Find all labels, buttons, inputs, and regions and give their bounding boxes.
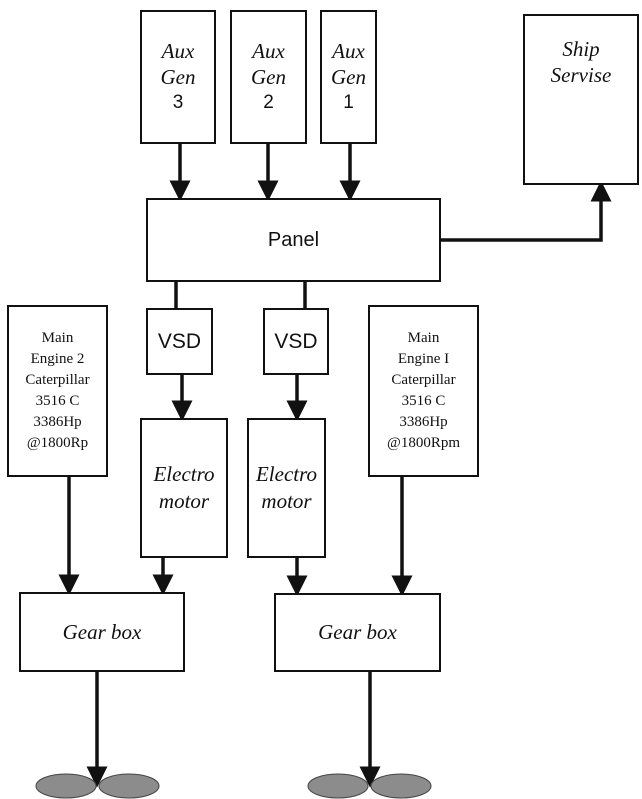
main-engine-2-line: 3386Hp: [33, 414, 82, 430]
aux-gen-2-box: Aux Gen 2: [230, 10, 307, 144]
electro-motor-box-1: Electro motor: [140, 418, 228, 558]
main-engine-2-line: Engine 2: [30, 351, 85, 367]
aux-gen-1-line2: Gen: [331, 65, 366, 89]
aux-gen-3-box: Aux Gen 3: [140, 10, 216, 144]
ship-service-line2: Servise: [550, 63, 612, 87]
electro-motor-1-line2: motor: [158, 489, 210, 513]
aux-gen-1-number: 1: [343, 92, 354, 113]
propeller-2-right-blade: [370, 773, 432, 799]
gearbox-box-1: Gear box: [19, 592, 185, 672]
propeller-2-left-blade: [307, 773, 369, 799]
main-engine-1-line: Main: [407, 330, 440, 346]
main-engine-1-line: 3386Hp: [399, 414, 448, 430]
panel-box: Panel: [146, 198, 441, 282]
aux-gen-2-line2: Gen: [251, 65, 286, 89]
gearbox-label-1: Gear box: [62, 619, 142, 644]
aux-gen-1-box: Aux Gen 1: [320, 10, 377, 144]
propeller-1-left-blade: [35, 773, 97, 799]
main-engine-1-line: Engine I: [397, 351, 450, 367]
main-engine-1-line: @1800Rpm: [387, 435, 460, 451]
main-engine-2-line: @1800Rp: [26, 435, 89, 451]
ship-service-line1: Ship: [562, 37, 600, 61]
gearbox-box-2: Gear box: [274, 593, 441, 672]
main-engine-2-line: Caterpillar: [25, 372, 90, 388]
panel-label: Panel: [267, 228, 320, 251]
main-engine-2-line: Main: [41, 330, 74, 346]
vsd-box-2: VSD: [263, 308, 329, 375]
main-engine-1-box: Main Engine I Caterpillar 3516 C 3386Hp …: [368, 305, 479, 477]
aux-gen-2-number: 2: [263, 92, 274, 113]
aux-gen-3-line1: Aux: [161, 39, 195, 63]
main-engine-2-line: 3516 C: [35, 393, 80, 409]
main-engine-1-line: Caterpillar: [391, 372, 456, 388]
electro-motor-2-line1: Electro: [255, 462, 318, 486]
main-engine-2-box: Main Engine 2 Caterpillar 3516 C 3386Hp …: [7, 305, 108, 477]
main-engine-1-line: 3516 C: [401, 393, 446, 409]
arrow-panel-ship: [440, 180, 612, 242]
aux-gen-3-line2: Gen: [160, 65, 196, 89]
aux-gen-1-line1: Aux: [332, 39, 365, 63]
ship-service-box: Ship Servise: [523, 14, 639, 185]
electro-motor-1-line1: Electro: [153, 462, 215, 486]
vsd-box-1: VSD: [146, 308, 213, 375]
vsd-label-1: VSD: [157, 329, 202, 353]
gearbox-label-2: Gear box: [318, 620, 397, 644]
electro-motor-2-line2: motor: [261, 489, 312, 513]
aux-gen-2-line1: Aux: [252, 39, 285, 63]
vsd-label-2: VSD: [274, 329, 318, 353]
propeller-1-right-blade: [98, 773, 160, 799]
aux-gen-3-number: 3: [172, 92, 184, 113]
electro-motor-box-2: Electro motor: [247, 418, 326, 558]
